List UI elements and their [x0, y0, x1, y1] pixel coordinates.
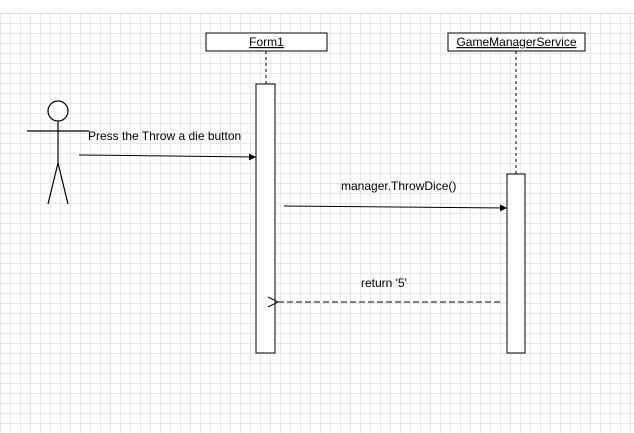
actor-right-leg: [57, 162, 69, 205]
lifeline-game-manager-service[interactable]: GameManagerService: [447, 32, 586, 354]
activation-form1: [255, 83, 276, 354]
actor-head: [47, 100, 69, 122]
canvas-top-strip: [0, 0, 634, 14]
message-call[interactable]: manager.ThrowDice(): [283, 179, 508, 212]
actor-user[interactable]: [27, 100, 89, 205]
actor-left-leg: [47, 162, 59, 205]
lifeline-service-title: GameManagerService: [456, 35, 576, 49]
lifeline-form1[interactable]: Form1: [205, 32, 328, 354]
message-user-action[interactable]: Press the Throw a die button: [78, 129, 257, 161]
lifeline-form1-title: Form1: [249, 35, 284, 49]
message-call-label: manager.ThrowDice(): [341, 179, 456, 193]
message-reply-label: return '5': [361, 276, 407, 290]
message-user-action-label: Press the Throw a die button: [88, 129, 241, 143]
message-user-action-arrow: [78, 153, 257, 161]
message-call-arrow: [283, 204, 508, 212]
activation-service: [506, 173, 526, 354]
message-reply[interactable]: return '5': [278, 276, 500, 302]
